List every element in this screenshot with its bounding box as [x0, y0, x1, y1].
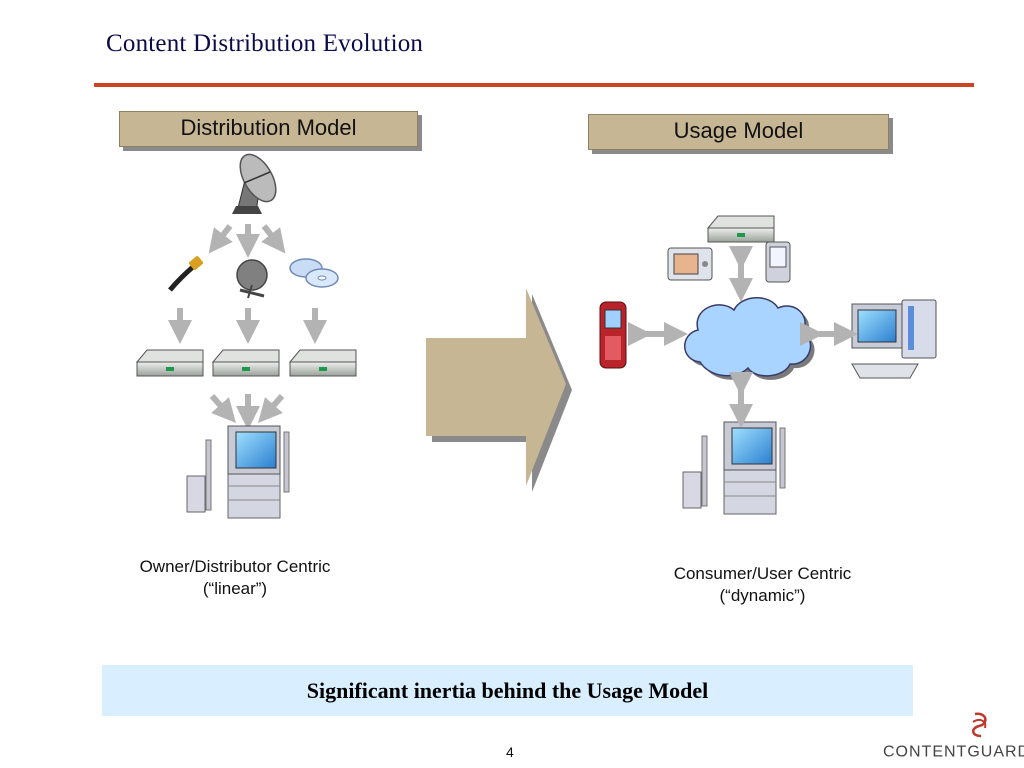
set-top-box-icon — [288, 349, 357, 377]
bidirectional-arrows — [628, 246, 858, 428]
contentguard-wordmark: CONTENTGUARD — [883, 743, 1024, 761]
mobile-phone-icon — [599, 301, 627, 369]
distribution-caption-line2: (“linear”) — [202, 579, 268, 598]
home-theater-icon — [682, 421, 786, 515]
cable-connector-icon — [168, 256, 203, 292]
slide-title: Content Distribution Evolution — [106, 30, 424, 57]
distribution-model-caption: Owner/Distributor Centric (“linear”) — [110, 556, 360, 600]
home-theater-icon — [186, 425, 290, 519]
usage-caption-line2: (“dynamic”) — [719, 586, 806, 605]
contentguard-logo-text: CONTENTGUARD® — [883, 743, 1024, 761]
source-arrows — [168, 308, 327, 344]
contentguard-logo: CONTENTGUARD® — [883, 710, 1024, 765]
title-divider — [94, 83, 974, 87]
dish-arrows — [208, 224, 286, 258]
usage-model-header: Usage Model — [588, 114, 889, 150]
page-number: 4 — [506, 744, 514, 760]
contentguard-logo-mark-icon — [972, 712, 987, 738]
transition-arrow — [426, 288, 572, 492]
set-top-box-icon — [706, 215, 775, 243]
network-cloud-icon — [684, 297, 815, 380]
desktop-computer-icon — [851, 299, 937, 379]
small-dish-icon — [236, 259, 268, 299]
usage-model-header-label: Usage Model — [673, 118, 804, 143]
summary-banner: Significant inertia behind the Usage Mod… — [102, 665, 913, 716]
converging-arrows — [209, 394, 285, 430]
satellite-dish-icon — [232, 153, 277, 214]
photo-frame-icon — [667, 247, 713, 281]
usage-caption-line1: Consumer/User Centric — [673, 564, 852, 583]
distribution-model-header: Distribution Model — [119, 111, 418, 147]
usage-model-caption: Consumer/User Centric (“dynamic”) — [640, 563, 885, 607]
summary-banner-text: Significant inertia behind the Usage Mod… — [306, 678, 709, 703]
set-top-box-icon — [211, 349, 280, 377]
distribution-model-header-label: Distribution Model — [180, 115, 357, 140]
set-top-box-icon — [135, 349, 204, 377]
dvd-discs-icon — [289, 258, 339, 288]
pda-icon — [765, 241, 791, 283]
distribution-caption-line1: Owner/Distributor Centric — [139, 557, 331, 576]
